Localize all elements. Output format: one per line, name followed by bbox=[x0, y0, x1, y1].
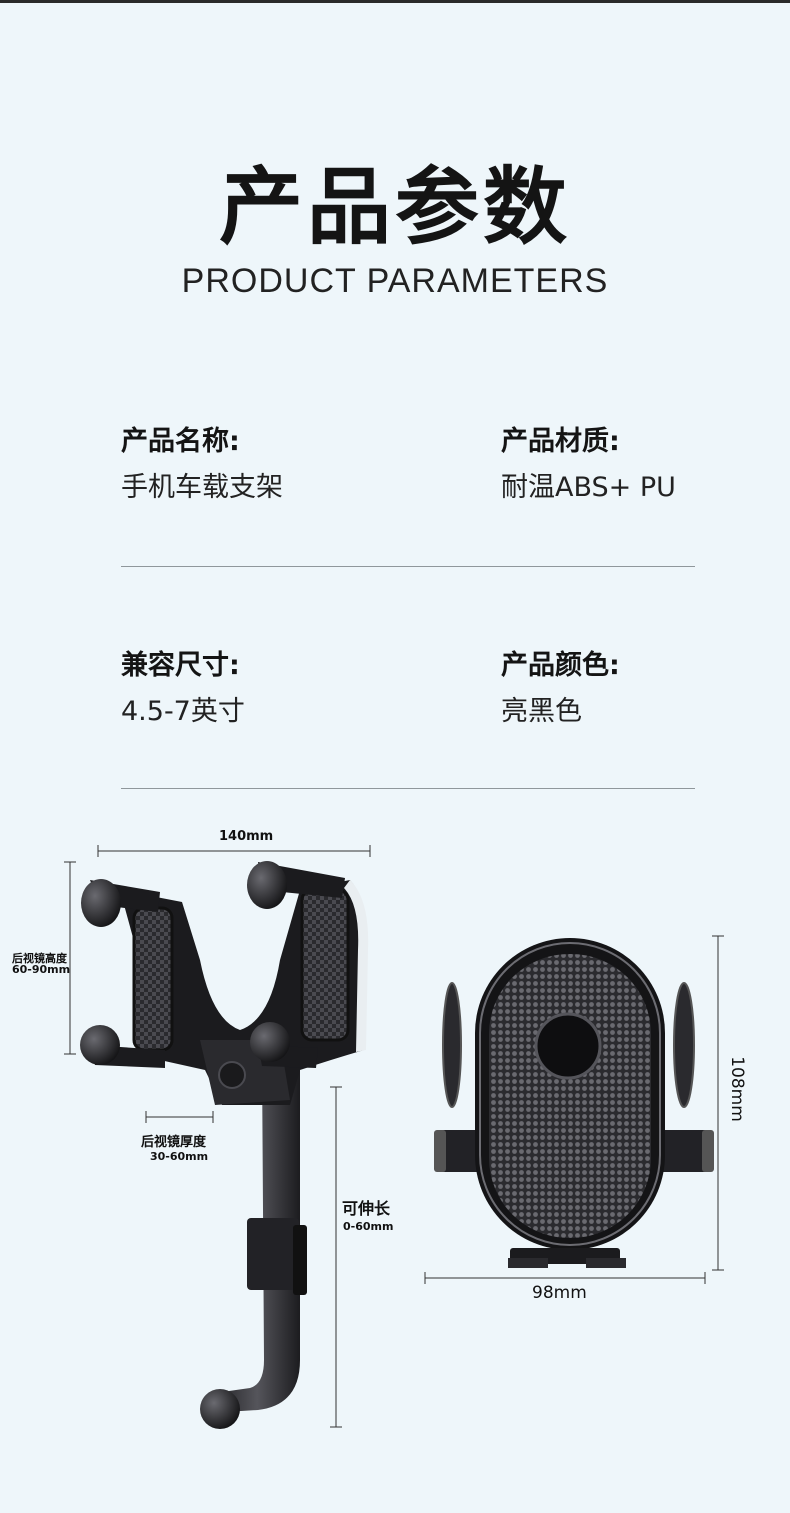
divider bbox=[121, 788, 695, 789]
dim-mirror-thickness-label: 后视镜厚度 bbox=[141, 1135, 207, 1150]
mirror-mount-holder bbox=[80, 861, 369, 1429]
dim-extend-label: 可伸长 bbox=[342, 1199, 391, 1218]
param-value: 4.5-7英寸 bbox=[121, 696, 245, 727]
page-subtitle: PRODUCT PARAMETERS bbox=[181, 262, 609, 300]
phone-holder-front bbox=[434, 938, 714, 1268]
param-color: 产品颜色: 亮黑色 bbox=[501, 648, 620, 730]
param-value: 手机车载支架 bbox=[121, 472, 283, 503]
dimension-lines-left bbox=[64, 845, 371, 1428]
divider bbox=[121, 566, 695, 567]
param-product-name: 产品名称: 手机车载支架 bbox=[121, 424, 283, 506]
dim-extend-value: 0-60mm bbox=[343, 1220, 394, 1233]
dim-holder-height: 108mm bbox=[726, 1056, 747, 1122]
param-value: 耐温ABS+ PU bbox=[501, 472, 676, 503]
param-value: 亮黑色 bbox=[501, 696, 582, 727]
param-label: 产品名称: bbox=[121, 426, 240, 457]
dim-holder-width: 98mm bbox=[532, 1283, 587, 1303]
param-material: 产品材质: 耐温ABS+ PU bbox=[501, 424, 676, 506]
param-label: 兼容尺寸: bbox=[121, 650, 240, 681]
dimension-lines-right bbox=[424, 935, 724, 1284]
dim-width-top: 140mm bbox=[219, 829, 274, 844]
dim-mirror-height-value: 60-90mm bbox=[12, 963, 71, 976]
param-label: 产品颜色: bbox=[501, 650, 620, 681]
dim-mirror-thickness-value: 30-60mm bbox=[150, 1150, 209, 1163]
param-compatible-size: 兼容尺寸: 4.5-7英寸 bbox=[121, 648, 245, 730]
dim-mirror-height-label: 后视镜高度 bbox=[12, 952, 67, 965]
top-edge-bar bbox=[0, 0, 790, 3]
param-label: 产品材质: bbox=[501, 426, 620, 457]
page-title: 产品参数 bbox=[218, 158, 571, 256]
